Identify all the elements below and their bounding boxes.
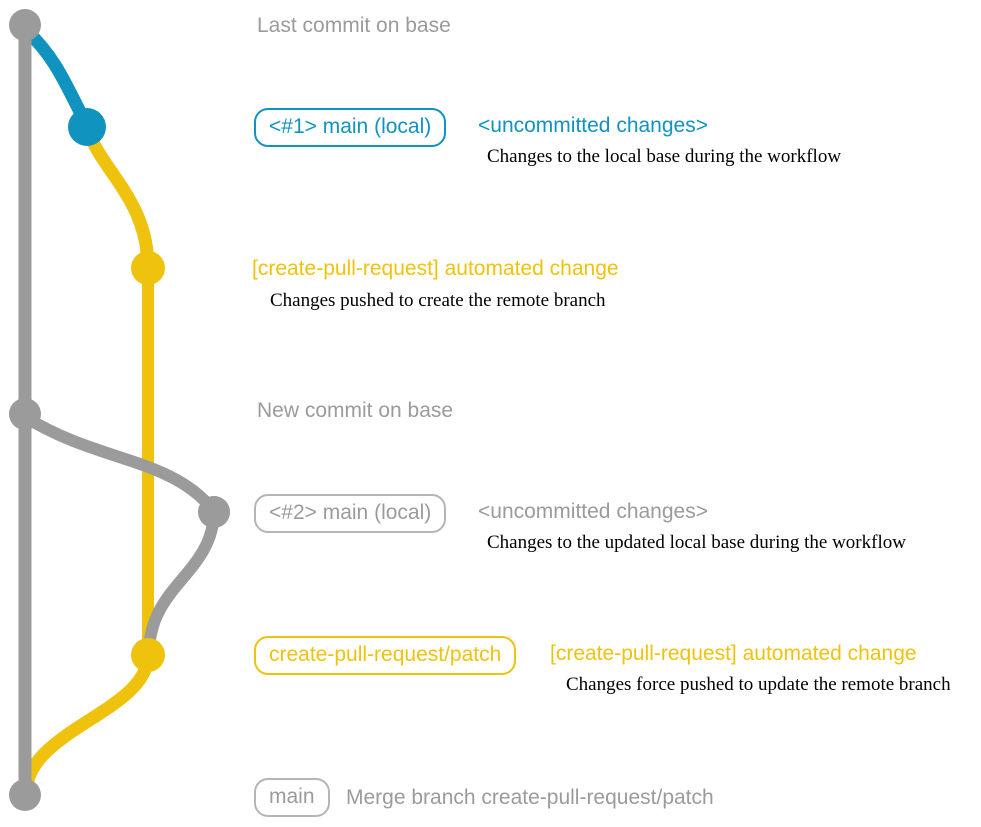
branch-badge-create-pull-request-patch: create-pull-request/patch — [254, 636, 517, 675]
commit-dot-local-main-2 — [198, 496, 230, 528]
description-force-push-update-remote: Changes force pushed to update the remot… — [566, 674, 951, 695]
commit-dot-base-tip — [9, 9, 41, 41]
commit-dot-local-main-1 — [68, 108, 106, 146]
commit-message-automated-change-1: [create-pull-request] automated change — [252, 257, 619, 280]
description-local-base-changes: Changes to the local base during the wor… — [487, 146, 842, 167]
status-uncommitted-changes-2: <uncommitted changes> — [478, 500, 708, 523]
commit-message-automated-change-2: [create-pull-request] automated change — [550, 642, 917, 665]
caption-last-commit-on-base: Last commit on base — [257, 14, 451, 37]
caption-new-commit-on-base: New commit on base — [257, 399, 454, 422]
description-updated-local-base-changes: Changes to the updated local base during… — [487, 532, 906, 553]
branch-badge-main: main — [254, 778, 330, 817]
commit-dot-merge — [9, 779, 41, 811]
commit-dot-remote-updated — [131, 638, 165, 672]
commit-message-merge-branch: Merge branch create-pull-request/patch — [346, 786, 714, 809]
commit-dot-remote-created — [131, 251, 165, 285]
branch-patch-merge-curve — [19, 650, 155, 799]
branch-update-curve-upper — [21, 412, 219, 516]
branch-update-curve-lower — [143, 508, 220, 658]
branch-badge-main-local-1: <#1> main (local) — [254, 108, 447, 147]
branch-patch-fork-curve — [81, 123, 155, 275]
commit-dot-base-new — [9, 398, 41, 430]
status-uncommitted-changes-1: <uncommitted changes> — [478, 114, 708, 137]
description-push-create-remote: Changes pushed to create the remote bran… — [270, 290, 606, 311]
branch-badge-main-local-2: <#2> main (local) — [254, 494, 447, 533]
